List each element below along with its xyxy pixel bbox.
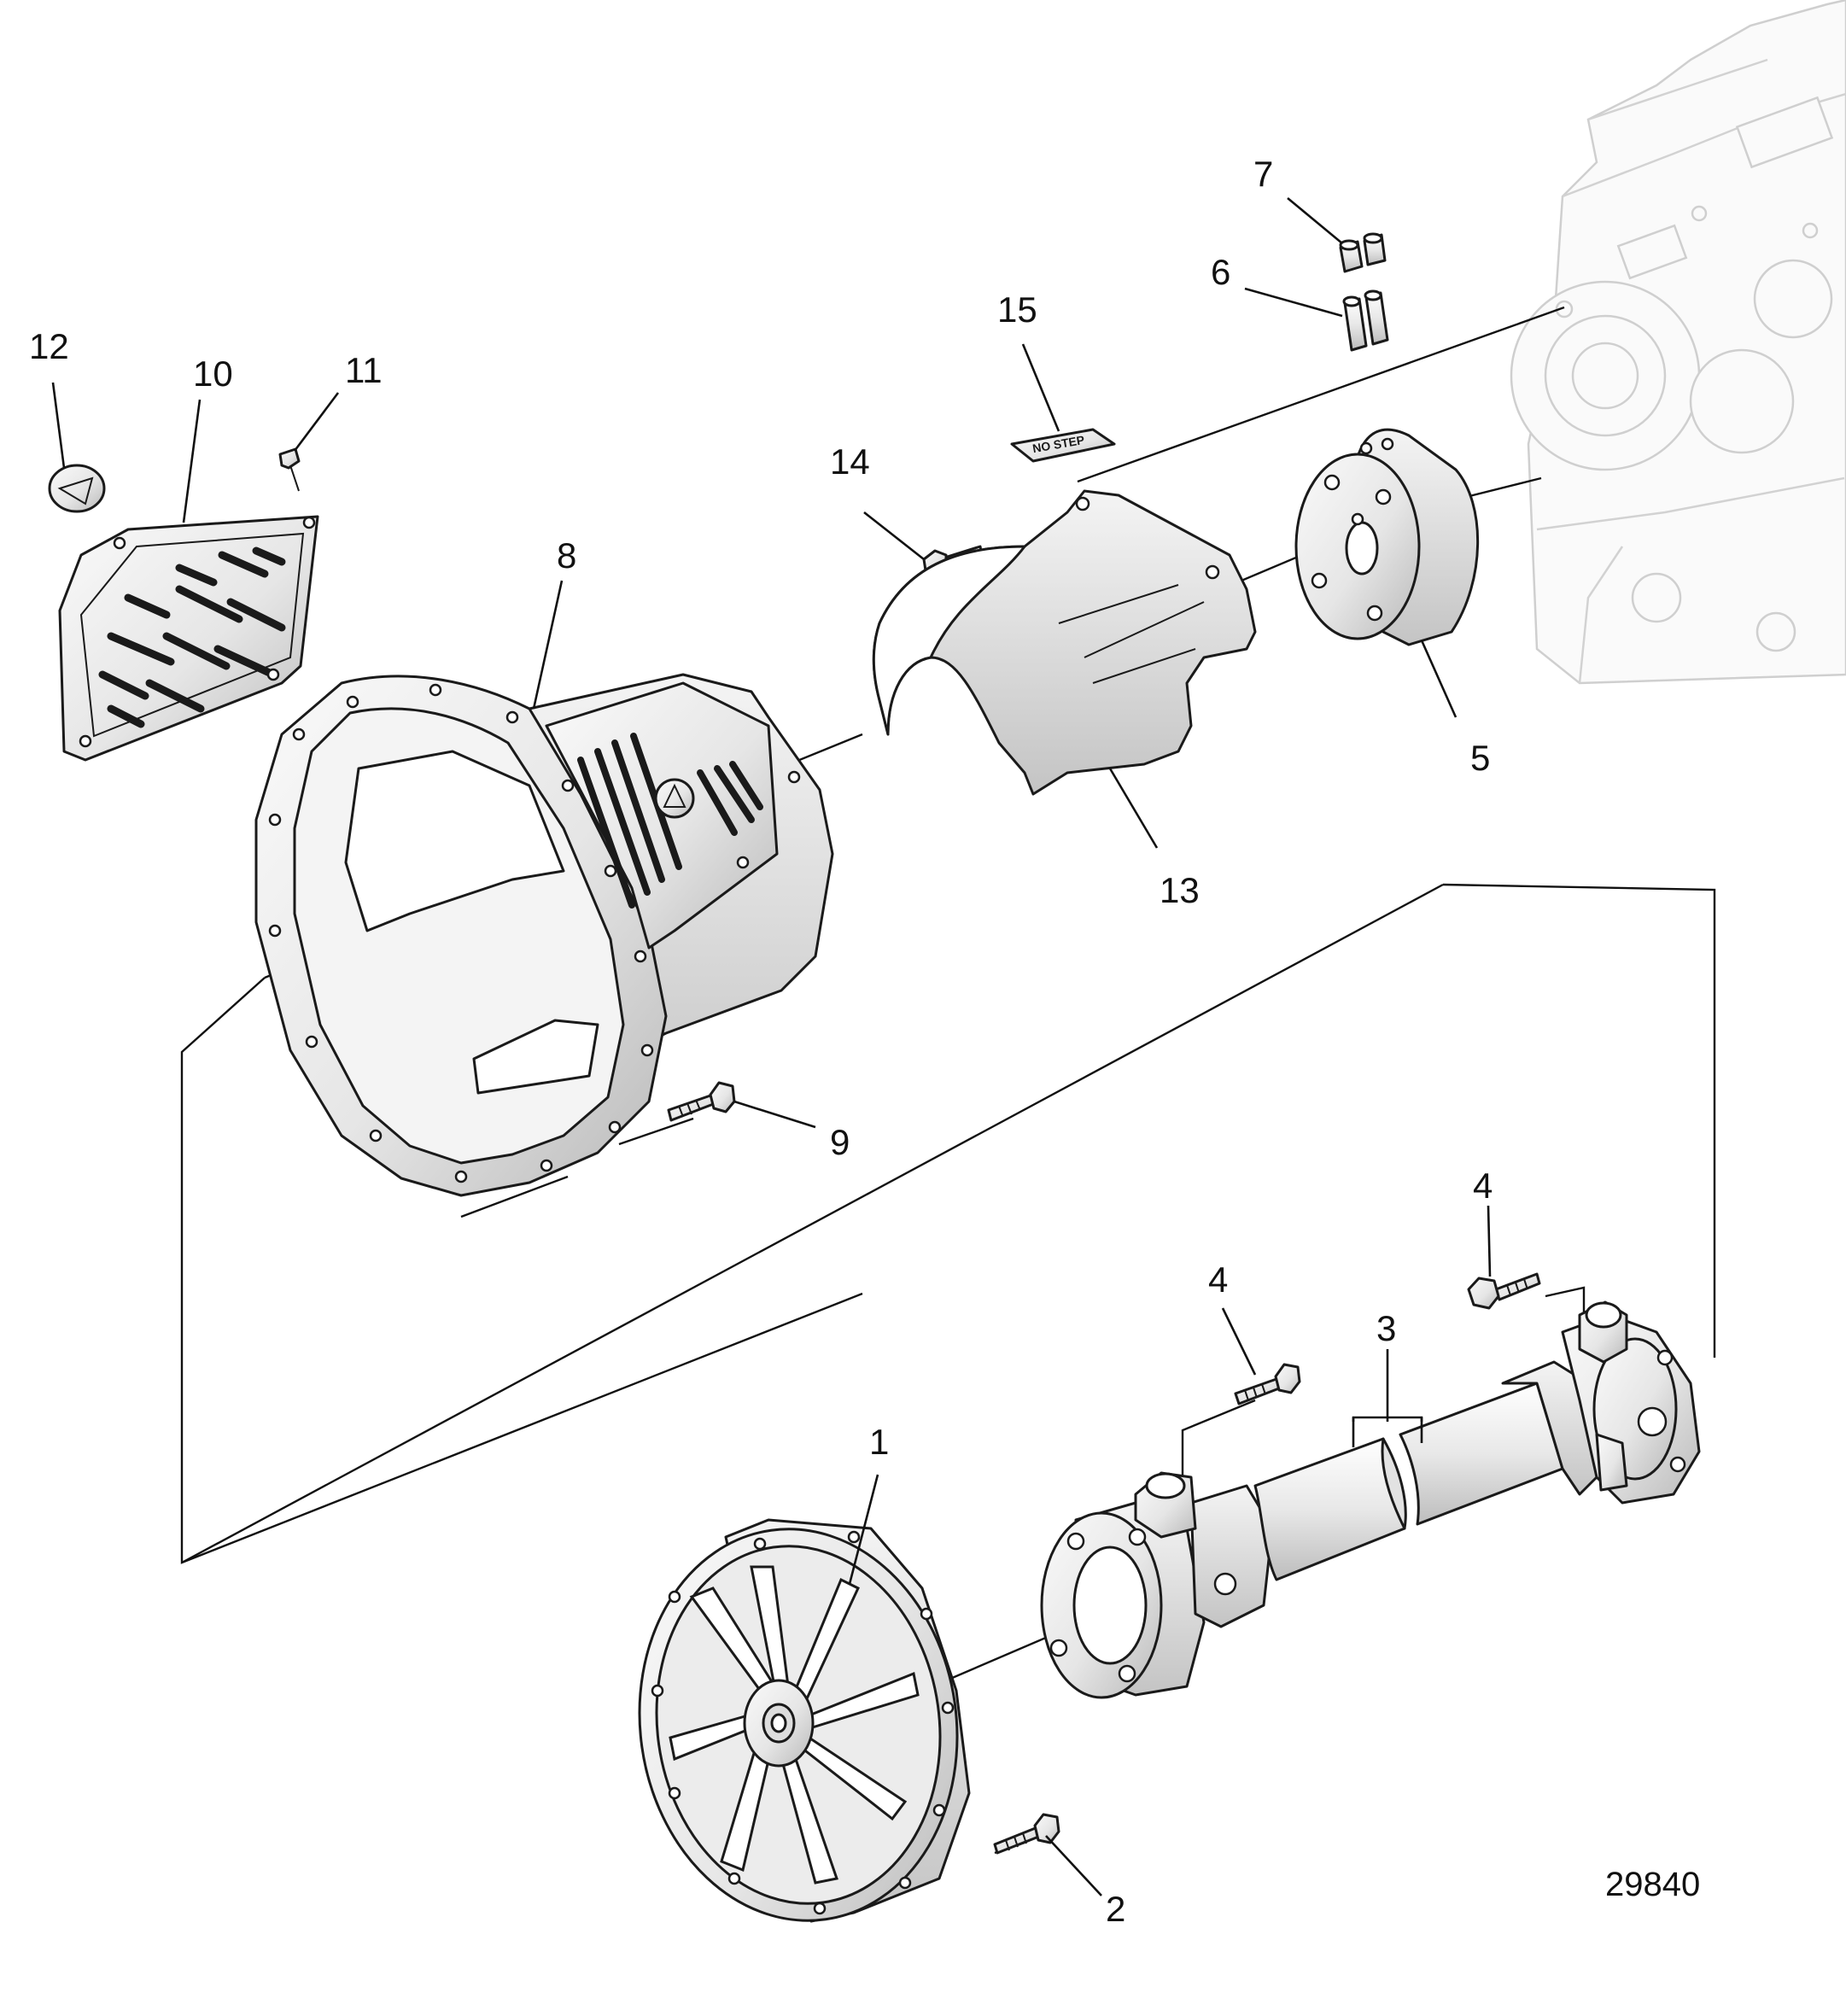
part-12-plug bbox=[48, 464, 106, 513]
transmission-ghost bbox=[1510, 0, 1846, 685]
callout-13: 13 bbox=[1160, 870, 1200, 910]
callout-15: 15 bbox=[997, 289, 1037, 330]
callout-3: 3 bbox=[1376, 1308, 1396, 1348]
part-7-sleeves bbox=[1339, 232, 1387, 273]
callout-4-front: 4 bbox=[1208, 1259, 1228, 1300]
callout-9: 9 bbox=[830, 1122, 850, 1162]
part-13-shield bbox=[872, 489, 1257, 796]
callout-2: 2 bbox=[1106, 1889, 1125, 1929]
part-5-coupling bbox=[1294, 428, 1480, 646]
callout-1: 1 bbox=[869, 1422, 889, 1462]
part-8-flywheel-housing bbox=[254, 673, 834, 1197]
callout-5: 5 bbox=[1470, 738, 1490, 778]
figure-number: 29840 bbox=[1605, 1866, 1700, 1903]
part-1-cover bbox=[638, 1518, 971, 1923]
callout-11: 11 bbox=[345, 350, 383, 390]
callouts: 12 10 11 8 14 15 7 6 5 13 9 4 4 3 1 2 29… bbox=[29, 154, 1700, 1929]
part-2-bolt bbox=[993, 1813, 1060, 1855]
part-4-bolt-front bbox=[1234, 1363, 1301, 1405]
callout-10: 10 bbox=[193, 354, 233, 394]
part-10-vent-cover bbox=[58, 515, 319, 762]
part-3-drive-shaft bbox=[1040, 1300, 1701, 1699]
part-6-pins bbox=[1342, 289, 1389, 352]
part-15-no-step-decal: NO STEP bbox=[1010, 428, 1116, 463]
part-11-screw bbox=[278, 447, 301, 492]
part-4-bolt-rear bbox=[1467, 1272, 1541, 1310]
part-9-bolt bbox=[667, 1081, 736, 1122]
callout-7: 7 bbox=[1253, 154, 1273, 194]
callout-12: 12 bbox=[29, 326, 69, 366]
leader-lines bbox=[51, 196, 1492, 1896]
callout-4-rear: 4 bbox=[1473, 1166, 1493, 1206]
callout-14: 14 bbox=[830, 441, 870, 482]
callout-8: 8 bbox=[557, 535, 576, 576]
callout-6: 6 bbox=[1211, 252, 1230, 292]
